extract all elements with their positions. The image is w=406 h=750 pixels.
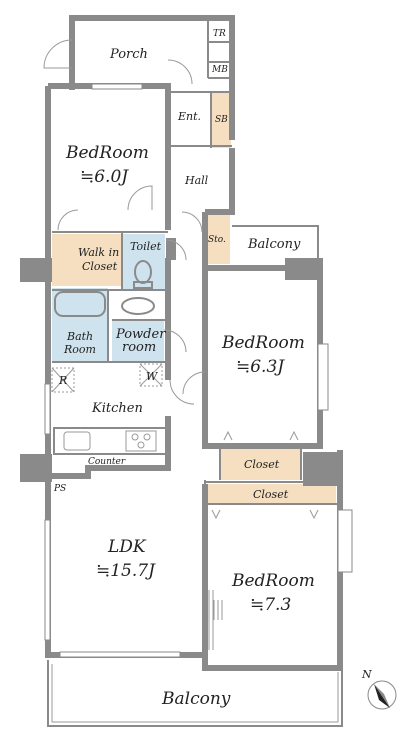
label-storage: Sto.	[208, 235, 226, 245]
label-kitchen: Kitchen	[91, 401, 143, 416]
compass-needle-tail	[374, 684, 390, 708]
label-hall: Hall	[184, 174, 209, 187]
door-bedroom2	[182, 371, 206, 395]
label-porch: Porch	[109, 47, 148, 62]
burner-1	[131, 433, 139, 441]
door-walkin	[57, 209, 79, 231]
bathtub	[54, 291, 106, 317]
storage-fill	[205, 212, 230, 264]
label-sb: SB	[215, 115, 228, 125]
label-walkin-2: Closet	[82, 260, 118, 273]
column-right-2	[303, 452, 339, 486]
label-bedroom3-size: ≒7.3	[250, 595, 291, 615]
label-entrance: Ent.	[177, 110, 201, 123]
balcony-large-outline	[47, 660, 343, 727]
kitchen-counter	[53, 427, 169, 455]
label-counter: Counter	[88, 457, 126, 467]
refrigerator-box	[51, 367, 75, 393]
label-bedroom2-size: ≒6.3J	[236, 357, 285, 377]
door-bedroom1	[127, 185, 153, 211]
label-bedroom1-name: BedRoom	[65, 143, 149, 163]
window-ldk-bottom	[59, 651, 181, 658]
label-powder-1: Powder	[115, 327, 166, 342]
door-bedroom3-sliding	[208, 590, 214, 650]
label-bedroom1-size: ≒6.0J	[80, 167, 129, 187]
door-powder	[163, 329, 187, 353]
washer-box	[139, 363, 163, 387]
door-kitchen	[169, 379, 195, 405]
label-mb: MB	[211, 65, 228, 75]
label-compass-n: N	[361, 668, 372, 681]
wall-interior-thin	[52, 18, 338, 505]
wall-interior-kitchen-ldk	[48, 430, 171, 479]
label-powder-2: room	[122, 340, 156, 355]
label-refrigerator: R	[58, 374, 67, 387]
label-closet2: Closet	[253, 488, 289, 501]
window-ldk-left	[44, 519, 51, 641]
window-kitchen-left	[44, 383, 51, 435]
washer-cross	[139, 363, 163, 387]
column-mid	[166, 238, 176, 260]
window-bedroom2	[317, 343, 329, 411]
powder-fill	[112, 320, 164, 362]
closet2-fill	[208, 484, 336, 504]
label-ps: PS	[53, 484, 66, 494]
door-entrance	[167, 59, 193, 85]
refrigerator-cross	[51, 367, 75, 393]
closet1-fill	[220, 448, 301, 480]
door-toilet	[165, 239, 187, 261]
wall-right-upper	[202, 148, 323, 449]
burner-3	[137, 441, 145, 449]
closet-marks	[211, 430, 319, 520]
burner-2	[143, 433, 151, 441]
balcony-large-inner	[51, 664, 339, 723]
label-bedroom2-name: BedRoom	[221, 333, 305, 353]
door-porch	[43, 39, 73, 69]
label-washer: W	[146, 370, 159, 383]
bath-fill	[52, 288, 108, 362]
walkin-closet-fill	[52, 234, 122, 286]
powder-sink	[121, 297, 155, 315]
label-tr: TR	[213, 29, 226, 39]
window-bedroom1-top	[91, 83, 143, 90]
window-bedroom3	[337, 509, 353, 573]
kitchen-sink	[63, 431, 91, 451]
label-walkin-1: Walk in	[78, 246, 119, 259]
label-balcony-small: Balcony	[247, 237, 301, 252]
kitchen-stove	[125, 430, 157, 452]
door-storage	[181, 211, 203, 233]
toilet-tank	[133, 281, 153, 289]
label-bedroom3-name: BedRoom	[231, 571, 315, 591]
label-bath-1: Bath	[66, 330, 93, 343]
sb-fill	[211, 92, 231, 148]
label-ldk-name: LDK	[107, 537, 147, 557]
label-balcony-large: Balcony	[161, 689, 231, 709]
ldk-closet-slats	[213, 600, 223, 620]
label-toilet: Toilet	[130, 240, 162, 253]
label-ldk-size: ≒15.7J	[96, 561, 156, 581]
label-bath-2: Room	[63, 343, 96, 356]
label-closet1: Closet	[244, 458, 280, 471]
